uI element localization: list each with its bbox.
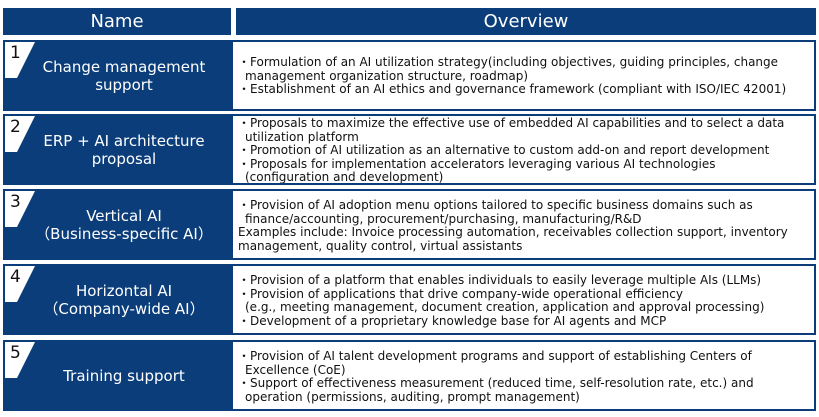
row-1-name: Change management support [19,42,229,109]
overview-line: ・Establishment of an AI ethics and gover… [238,82,787,97]
row-3-overview-cell: ・Provision of AI adoption menu options t… [233,191,814,258]
row-2-name-line: ERP + AI architecture [43,131,205,150]
row-5-name-line: Training support [63,366,185,385]
table-row-5: 5 Training support ・Provision of AI tale… [3,340,816,411]
overview-line: finance/accounting, procurement/purchasi… [245,211,642,226]
row-1-name-line: support [95,75,153,94]
row-5-name: Training support [19,342,229,409]
row-2-overview-cell: ・Proposals to maximize the effective use… [233,116,814,183]
row-3-number: 3 [10,192,21,212]
row-4-name: Horizontal AI （Company-wide AI） [19,266,229,333]
overview-line: Examples include: Invoice processing aut… [238,225,788,240]
row-3-name-line: （Business-specific AI） [35,224,213,243]
row-4-number: 4 [10,267,21,287]
row-4-number-tab [5,266,35,302]
row-1-number: 1 [10,43,21,63]
name-column-header-label: Name [90,11,144,32]
table-row-2: 2 ERP + AI architecture proposal ・Propos… [3,114,816,185]
row-4-name-line: Horizontal AI [75,281,173,300]
row-2-number: 2 [10,117,21,137]
overview-line: ・Provision of a platform that enables in… [238,273,762,287]
overview-line: ・Proposals to maximize the effective use… [238,116,785,130]
row-4-overview-cell: ・Provision of a platform that enables in… [233,266,814,333]
name-column-header: Name [3,8,231,35]
overview-line: Excellence (CoE) [245,362,346,377]
row-2-name-cell: 2 ERP + AI architecture proposal [5,116,233,183]
table-row-3: 3 Vertical AI （Business-specific AI） ・Pr… [3,189,816,260]
row-5-number-tab [5,342,35,378]
overview-column-header-label: Overview [483,11,569,32]
overview-line: ・Provision of AI talent development prog… [238,349,752,363]
overview-column-header: Overview [236,8,816,35]
overview-line: utilization platform [245,129,359,144]
row-1-name-line: Change management [42,57,206,76]
table-row-1: 1 Change management support ・Formulation… [3,40,816,111]
overview-line: ・Development of a proprietary knowledge … [238,313,667,328]
overview-line: ・Proposals for implementation accelerato… [238,156,716,171]
overview-line: management organization structure, roadm… [245,68,529,83]
overview-line: ・Formulation of an AI utilization strate… [238,55,779,69]
overview-line: ・Provision of applications that drive co… [238,286,683,301]
overview-line: management, quality control, virtual ass… [238,238,523,253]
row-1-overview-cell: ・Formulation of an AI utilization strate… [233,42,814,109]
row-4-name-line: （Company-wide AI） [43,299,205,318]
row-5-overview-cell: ・Provision of AI talent development prog… [233,342,814,409]
row-3-name-cell: 3 Vertical AI （Business-specific AI） [5,191,233,258]
overview-line: ・Promotion of AI utilization as an alter… [238,143,770,158]
overview-line: ・Provision of AI adoption menu options t… [238,198,753,212]
overview-line: operation (permissions, auditing, prompt… [245,389,580,404]
table-row-4: 4 Horizontal AI （Company-wide AI） ・Provi… [3,264,816,335]
row-4-name-cell: 4 Horizontal AI （Company-wide AI） [5,266,233,333]
row-5-name-cell: 5 Training support [5,342,233,409]
row-2-number-tab [5,116,35,152]
row-3-name: Vertical AI （Business-specific AI） [19,191,229,258]
overview-line: (configuration and development) [245,170,444,183]
row-2-name: ERP + AI architecture proposal [19,116,229,183]
row-1-name-cell: 1 Change management support [5,42,233,109]
overview-line: ・Support of effectiveness measurement (r… [238,376,754,391]
row-5-number: 5 [10,343,21,363]
row-3-number-tab [5,191,35,227]
overview-line: (e.g., meeting management, document crea… [245,300,765,315]
row-2-name-line: proposal [91,149,157,168]
row-3-name-line: Vertical AI [86,206,162,225]
row-1-number-tab [5,42,35,78]
